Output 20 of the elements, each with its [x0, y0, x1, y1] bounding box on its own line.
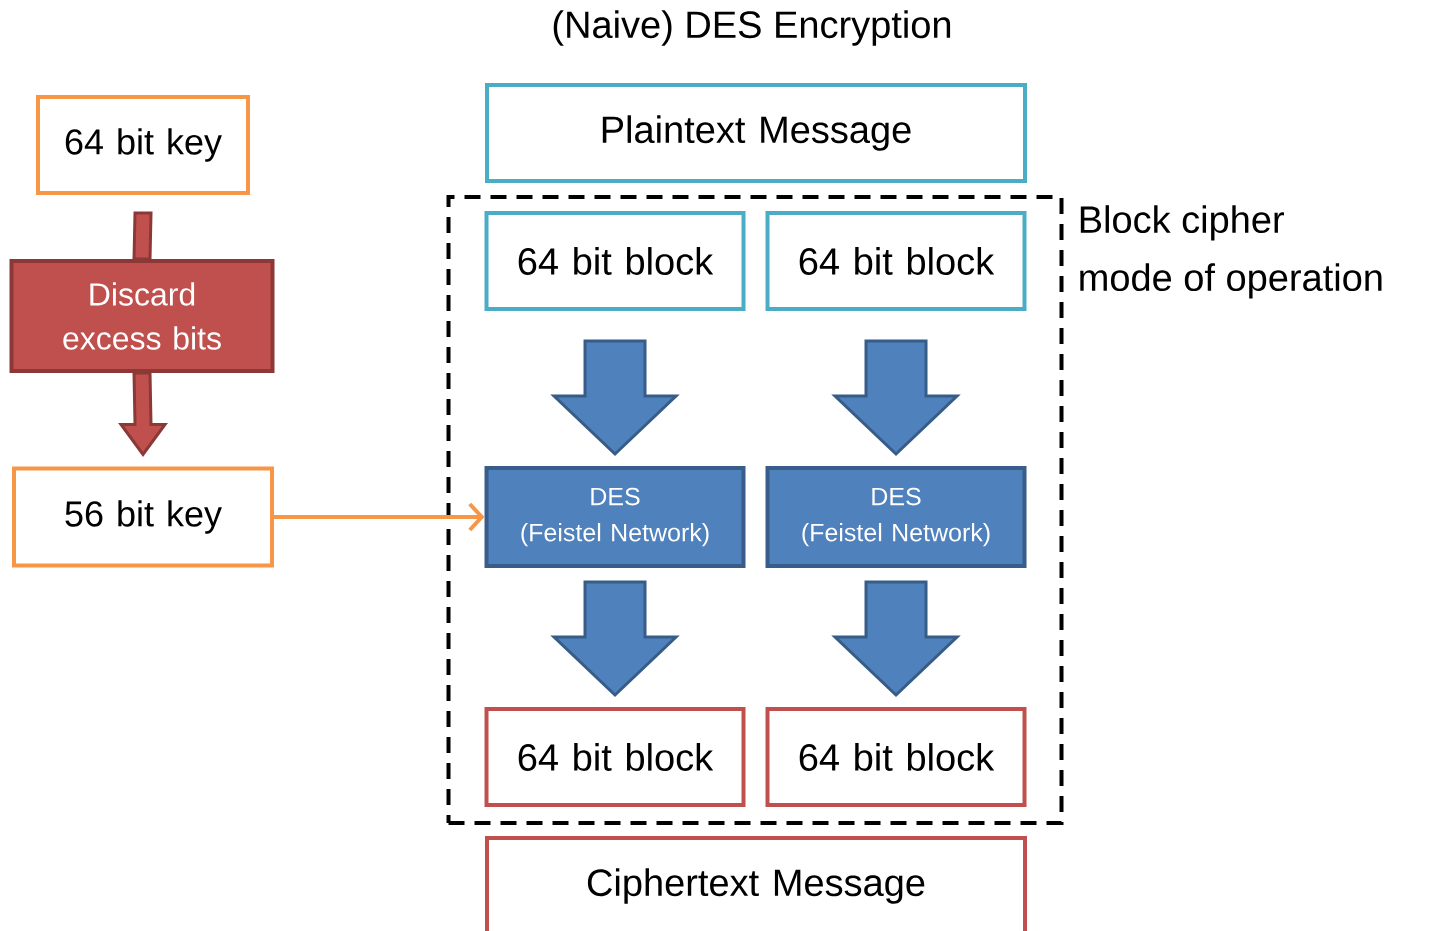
block-arrow	[118, 371, 168, 458]
title: (Naive) DES Encryption	[553, 10, 951, 46]
block-arrow	[831, 580, 961, 698]
input-box: 64 bit block	[484, 211, 746, 311]
process-box: Discard excess bits	[9, 259, 275, 373]
block-arrow	[831, 339, 961, 457]
block-arrow	[132, 211, 153, 261]
block-arrow	[550, 339, 680, 457]
output-box: 64 bit block	[765, 707, 1027, 807]
output-box: 64 bit block	[484, 707, 746, 807]
key-box: 64 bit key	[36, 95, 250, 195]
input-box: Plaintext Message	[485, 83, 1027, 183]
cipher-box: DES (Feistel Network)	[484, 466, 746, 568]
key-box: 56 bit key	[12, 466, 274, 568]
arrow	[274, 502, 485, 532]
cipher-box: DES (Feistel Network)	[765, 466, 1027, 568]
input-box: 64 bit block	[765, 211, 1027, 311]
block-arrow	[550, 580, 680, 698]
output-box: Ciphertext Message	[485, 836, 1027, 931]
node-label: Block cipher mode of operation	[1080, 205, 1382, 299]
